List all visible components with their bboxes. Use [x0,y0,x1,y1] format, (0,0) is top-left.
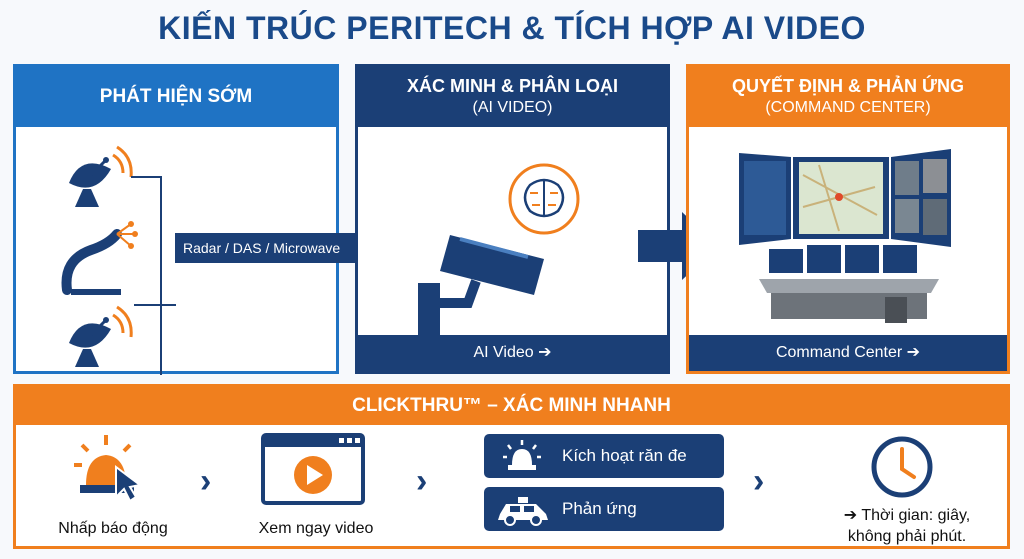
panel-ai-verification-header: XÁC MINH & PHÂN LOẠI (AI VIDEO) [358,67,667,127]
panel-ai-verification: XÁC MINH & PHÂN LOẠI (AI VIDEO) AI Video… [355,64,670,374]
brain-icon [508,163,580,235]
panel-ai-verification-subtitle: (AI VIDEO) [472,99,553,116]
panel-ai-verification-title: XÁC MINH & PHÂN LOẠI [407,76,618,96]
sensor-icons-group [61,145,176,375]
connector-lines [131,176,176,375]
fiber-optic-icon [61,221,138,295]
alarm-beacon-icon [74,435,143,501]
page-title: KIẾN TRÚC PERITECH & TÍCH HỢP AI VIDEO [158,10,866,46]
sensor-arrow-label: Radar / DAS / Microwave ➔ [175,233,355,286]
panel-early-detection-title: PHÁT HIỆN SỚM [16,67,336,127]
step-click-alarm-label: Nhấp báo động [58,520,168,537]
ai-video-footer[interactable]: AI Video ➔ [358,335,667,371]
ai-camera-illustration [418,163,580,337]
result-time-text: ➔ Thời gian: giây, không phải phút. [812,505,1002,547]
chevron-right-icon: › [753,462,765,500]
respond-label: Phản ứng [562,499,637,518]
result-time-line2: không phải phút. [847,528,967,545]
police-car-icon [498,497,548,526]
chevron-right-icon: › [200,462,212,500]
panel-command-center-header: QUYẾT ĐỊNH & PHẢN ỨNG (COMMAND CENTER) [689,67,1007,127]
activate-deterrence-button[interactable]: Kích hoạt răn đe [484,434,724,478]
clock-icon [871,436,933,498]
clickthru-panel: CLICKTHRU™ – XÁC MINH NHANH Nhấp báo độn… [13,384,1010,549]
step-view-video-label: Xem ngay video [258,520,374,537]
panel-early-detection: PHÁT HIỆN SỚM [13,64,339,375]
command-center-icon [739,149,951,323]
video-play-icon [261,433,365,505]
respond-button[interactable]: Phản ứng [484,487,724,531]
chevron-right-icon: › [416,462,428,500]
activate-deterrence-label: Kích hoạt răn đe [562,446,687,465]
clickthru-title: CLICKTHRU™ – XÁC MINH NHANH [16,387,1007,425]
panel-command-center: QUYẾT ĐỊNH & PHẢN ỨNG (COMMAND CENTER) C… [686,64,1010,374]
command-center-footer[interactable]: Command Center ➔ [689,335,1007,371]
radar-dish-icon [69,305,133,367]
result-time-line1: ➔ Thời gian: giây, [843,507,971,524]
siren-icon [503,440,541,470]
security-camera-icon [418,235,544,337]
panel-command-center-title: QUYẾT ĐỊNH & PHẢN ỨNG [732,76,964,96]
radar-dish-icon [69,145,133,207]
panel-command-center-subtitle: (COMMAND CENTER) [765,99,931,116]
